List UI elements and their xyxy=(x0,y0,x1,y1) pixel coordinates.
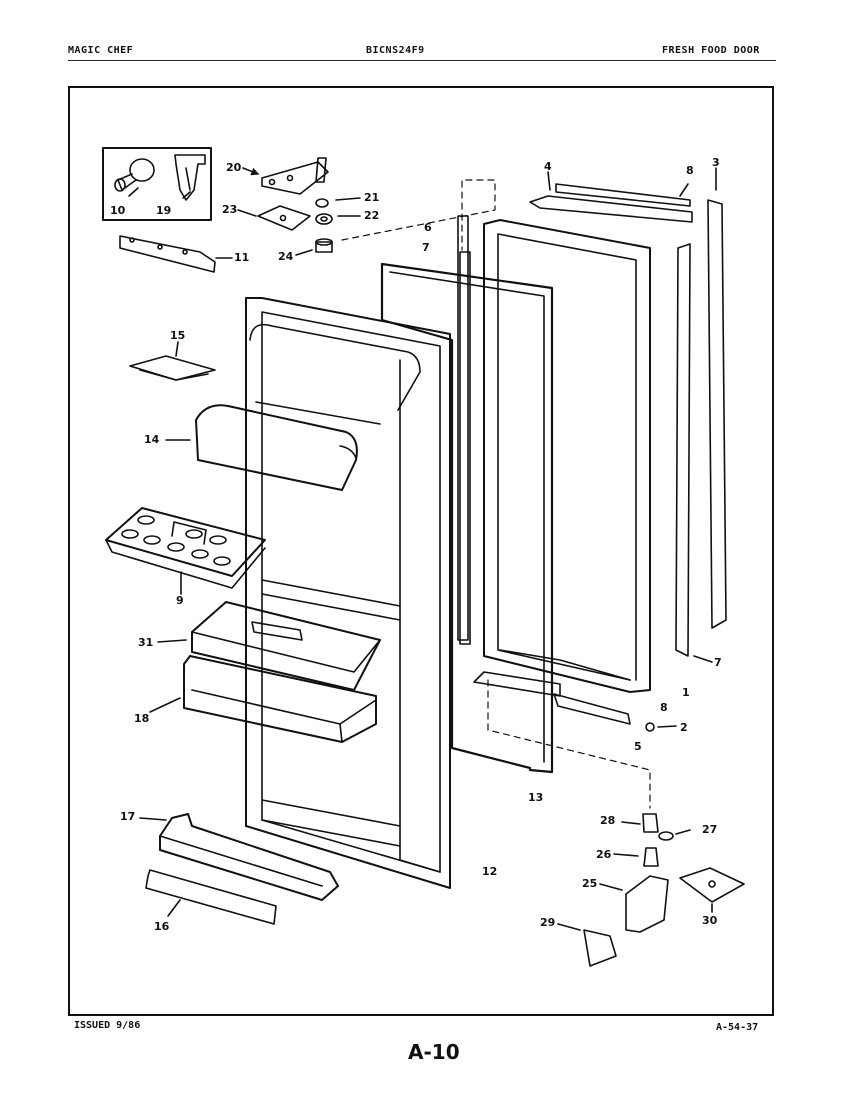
part-3-side-trim xyxy=(707,199,727,629)
callout-10: 10 xyxy=(110,204,126,217)
callout-31: 31 xyxy=(138,636,153,649)
callout-21: 21 xyxy=(364,191,379,204)
callout-28: 28 xyxy=(600,814,615,827)
callout-17: 17 xyxy=(120,810,135,823)
callout-19: 19 xyxy=(156,204,171,217)
part-10-bulb-icon xyxy=(114,158,155,192)
header-section: FRESH FOOD DOOR xyxy=(662,45,760,56)
part-11-strip xyxy=(119,235,216,273)
callout-7-right: 7 xyxy=(714,656,722,669)
callout-9: 9 xyxy=(176,594,184,607)
part-17-bottom-shelf xyxy=(159,813,339,901)
callout-24: 24 xyxy=(278,250,294,263)
callout-4: 4 xyxy=(544,160,552,173)
part-20-hinge xyxy=(261,161,329,195)
part-19-clip-icon xyxy=(174,154,206,201)
part-1-outer-panel xyxy=(483,219,651,693)
part-18-compartment xyxy=(183,655,377,743)
part-21-washer xyxy=(315,198,329,208)
header-rule xyxy=(68,60,776,61)
part-13-gasket xyxy=(380,262,554,774)
part-24-spacer xyxy=(315,241,333,253)
callout-18: 18 xyxy=(134,712,149,725)
page-number: A-10 xyxy=(408,1040,460,1064)
callout-15: 15 xyxy=(170,329,185,342)
part-16-trim-strip xyxy=(145,869,277,925)
part-31-compartment-cover xyxy=(191,601,381,691)
callout-5: 5 xyxy=(634,740,642,753)
part-7-strip-left xyxy=(459,251,471,645)
part-28-pin xyxy=(642,813,659,833)
callout-13: 13 xyxy=(528,791,543,804)
callout-7-left: 7 xyxy=(422,241,430,254)
callout-14: 14 xyxy=(144,433,160,446)
part-5-bracket xyxy=(473,671,561,697)
callout-16: 16 xyxy=(154,920,170,933)
callout-22: 22 xyxy=(364,209,379,222)
part-22-bushing xyxy=(315,213,333,225)
callout-1: 1 xyxy=(682,686,690,699)
part-26-bushing xyxy=(643,847,659,867)
callout-labels: 1 2 3 4 5 6 7 7 8 8 9 10 11 12 13 14 15 … xyxy=(110,156,722,933)
callout-11: 11 xyxy=(234,251,249,264)
callout-25: 25 xyxy=(582,877,597,890)
part-23-plate xyxy=(257,205,311,231)
part-29-bracket xyxy=(583,929,617,967)
callout-27: 27 xyxy=(702,823,717,836)
part-14-dairy-cover xyxy=(195,404,358,491)
part-12-door-liner xyxy=(245,297,451,889)
callout-3: 3 xyxy=(712,156,720,169)
footer-issued: ISSUED 9/86 xyxy=(74,1020,141,1031)
callout-30: 30 xyxy=(702,914,718,927)
part-25-hinge-bracket xyxy=(625,875,669,933)
callout-8-top: 8 xyxy=(686,164,694,177)
callout-2: 2 xyxy=(680,721,688,734)
callout-29: 29 xyxy=(540,916,555,929)
footer-code: A-54-37 xyxy=(716,1022,759,1033)
part-9-egg-tray xyxy=(105,507,266,589)
part-8-trim-bottom xyxy=(553,693,631,725)
callout-20: 20 xyxy=(226,161,242,174)
callout-12: 12 xyxy=(482,865,497,878)
part-4-bracket xyxy=(529,195,693,223)
part-6-strip xyxy=(457,215,469,641)
header-brand: MAGIC CHEF xyxy=(68,45,134,56)
callout-26: 26 xyxy=(596,848,612,861)
part-15-shelf xyxy=(129,355,216,381)
part-8-trim-top xyxy=(555,183,691,207)
callout-6: 6 xyxy=(424,221,432,234)
callout-8-bottom: 8 xyxy=(660,701,668,714)
part-27-washer xyxy=(658,831,674,841)
callout-23: 23 xyxy=(222,203,237,216)
part-30-hinge-plate xyxy=(679,867,745,903)
diagram-frame xyxy=(68,86,774,1016)
header-model: BICNS24F9 xyxy=(366,45,425,56)
inset-box xyxy=(102,147,212,221)
part-7-strip-right xyxy=(675,243,691,657)
part-2-screw xyxy=(645,722,655,732)
